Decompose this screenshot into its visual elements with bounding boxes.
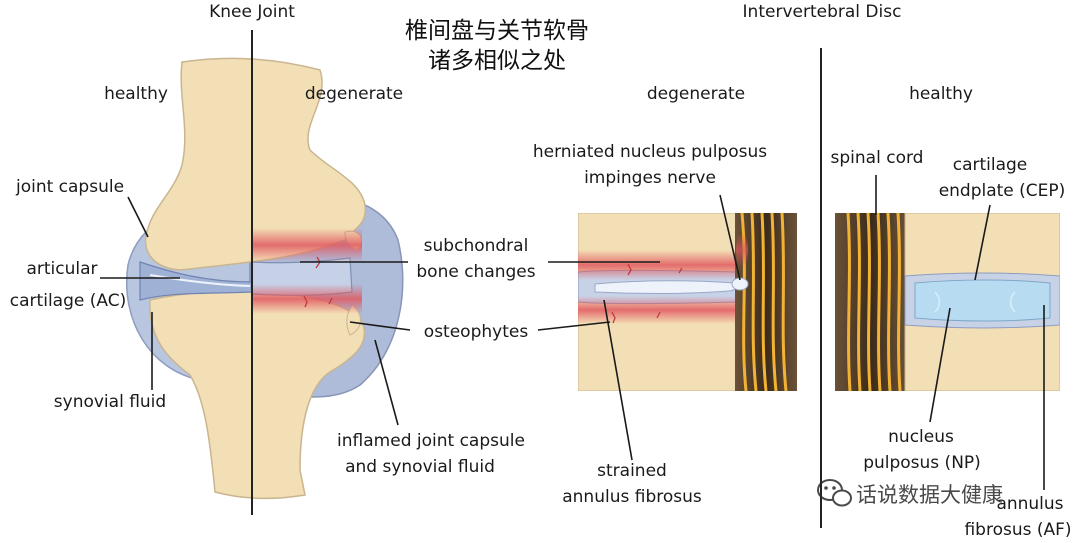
leader-lines (100, 175, 1045, 490)
knee-joint-illustration (126, 57, 404, 500)
wechat-icon (817, 479, 852, 507)
chinese-title-line2: 诸多相似之处 (428, 48, 566, 74)
label-annulus-fibrosus-strained: annulus fibrosus (562, 487, 702, 507)
label-endplate-cep: endplate (CEP) (939, 181, 1066, 201)
label-osteophytes: osteophytes (424, 322, 529, 342)
vertebra-lower-healthy (904, 321, 1060, 391)
label-subchondral: subchondral (424, 236, 529, 256)
degenerate-disc-illustration (578, 213, 738, 391)
title-intervertebral-disc: Intervertebral Disc (743, 2, 902, 22)
microcrack-disc (611, 263, 683, 324)
state-knee-degenerate: degenerate (305, 84, 403, 104)
state-knee-healthy: healthy (104, 84, 168, 104)
spinal-cord-healthy (835, 213, 907, 391)
watermark-text: 话说数据大健康 (856, 483, 1003, 507)
synovial-fluid-healthy (149, 274, 251, 287)
label-joint-capsule: joint capsule (15, 177, 124, 197)
label-fibrosus-af: fibrosus (AF) (964, 520, 1071, 540)
nucleus-pulposus-healthy (914, 279, 1051, 322)
label-cartilage: cartilage (953, 155, 1028, 175)
chinese-title-line1: 椎间盘与关节软骨 (405, 18, 589, 44)
label-bone-changes: bone changes (416, 262, 535, 282)
label-inflamed-1: inflamed joint capsule (337, 431, 525, 451)
label-annulus: annulus (996, 494, 1063, 514)
title-knee-joint: Knee Joint (209, 2, 295, 22)
label-pulposus-np: pulposus (NP) (863, 453, 981, 473)
state-disc-healthy: healthy (909, 84, 973, 104)
subchondral-inflammation-tibia (252, 284, 362, 314)
label-articular: articular (26, 259, 97, 279)
endplate-inflammation-upper (578, 250, 738, 280)
np-texture (934, 291, 1016, 313)
state-disc-degenerate: degenerate (647, 84, 745, 104)
endplate-inflammation-lower (578, 296, 738, 324)
nucleus-pulposus-degenerate (594, 280, 737, 294)
label-spinal-cord: spinal cord (831, 148, 924, 168)
label-herniated-2: impinges nerve (584, 168, 716, 188)
label-inflamed-2: and synovial fluid (345, 457, 495, 477)
label-cartilage-ac: cartilage (AC) (10, 291, 126, 311)
spinal-cord-degenerate (731, 212, 797, 392)
watermark: 话说数据大健康 (817, 479, 1003, 507)
label-herniated-1: herniated nucleus pulposus (533, 142, 767, 162)
label-synovial-fluid: synovial fluid (54, 392, 166, 412)
subchondral-inflammation-femur (252, 228, 362, 262)
label-nucleus: nucleus (888, 427, 954, 447)
label-strained: strained (597, 461, 667, 481)
healthy-disc-illustration (835, 212, 1060, 392)
